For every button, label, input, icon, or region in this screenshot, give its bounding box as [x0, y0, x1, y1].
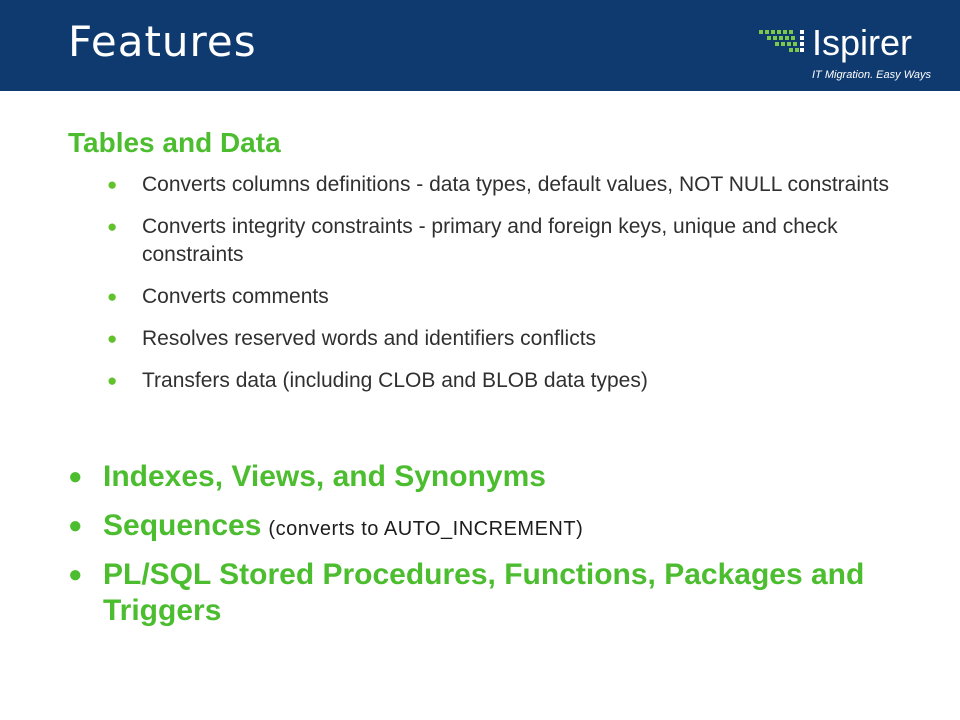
dot-grid-logo-icon	[759, 30, 804, 52]
company-logo: Ispirer IT Migration. Easy Ways	[758, 22, 931, 86]
bullet-dot-icon: ●	[107, 371, 118, 391]
bullet-dot-icon: ●	[107, 217, 118, 237]
list-item-text: Converts comments	[142, 284, 329, 308]
bullet-dot-icon: ●	[68, 561, 83, 588]
list-item-text: Resolves reserved words and identifiers …	[142, 327, 597, 351]
list-item-column-definitions: ● Converts columns definitions - data ty…	[107, 171, 907, 198]
list-item-integrity-constraints: ● Converts integrity constraints - prima…	[107, 213, 907, 268]
list-item-data-transfer: ● Transfers data (including CLOB and BLO…	[107, 367, 907, 394]
bullet-dot-icon: ●	[68, 512, 83, 539]
list-item-text: Transfers data (including CLOB and BLOB …	[142, 369, 648, 393]
feature-text: PL/SQL Stored Procedures, Functions, Pac…	[103, 558, 865, 627]
feature-text: Sequences	[103, 509, 262, 542]
bullet-dot-icon: ●	[107, 175, 118, 194]
logo-tagline: IT Migration. Easy Ways	[812, 69, 931, 81]
section-title-tables-and-data: Tables and Data	[68, 127, 281, 158]
slide-title: Features	[68, 17, 257, 66]
feature-sequences: ● Sequences (converts to AUTO_INCREMENT)	[68, 508, 928, 544]
feature-plsql-objects: ● PL/SQL Stored Procedures, Functions, P…	[68, 557, 928, 629]
list-item-comments: ● Converts comments	[107, 283, 907, 310]
list-item-text: Converts columns definitions - data type…	[142, 173, 890, 196]
feature-text: Indexes, Views, and Synonyms	[103, 460, 546, 493]
feature-indexes-views-synonyms: ● Indexes, Views, and Synonyms	[68, 459, 928, 495]
feature-note: (converts to AUTO_INCREMENT)	[268, 518, 584, 540]
bullet-dot-icon: ●	[107, 286, 118, 306]
list-item-reserved-words: ● Resolves reserved words and identifier…	[107, 325, 907, 352]
tables-and-data-list: ● Converts columns definitions - data ty…	[107, 171, 907, 410]
slide-header: Features	[0, 0, 960, 91]
logo-wordmark: Ispirer	[812, 22, 913, 63]
bullet-dot-icon: ●	[68, 463, 83, 490]
features-list: ● Indexes, Views, and Synonyms ● Sequenc…	[68, 459, 928, 642]
list-item-text: Converts integrity constraints - primary…	[142, 215, 838, 266]
bullet-dot-icon: ●	[107, 329, 118, 349]
